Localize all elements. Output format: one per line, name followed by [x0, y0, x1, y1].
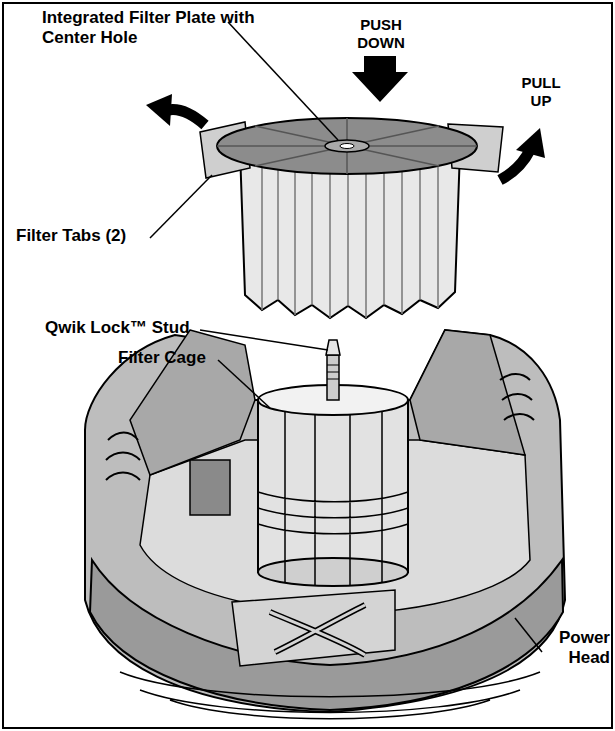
leader-line — [515, 618, 542, 652]
hose-ribs — [120, 672, 540, 719]
right-grip — [500, 374, 534, 420]
filter-plate — [217, 118, 477, 174]
right-wall — [410, 330, 525, 455]
pull-arrow-left — [168, 110, 205, 125]
qwik-lock-stud — [327, 355, 339, 400]
leader-line — [218, 360, 270, 408]
plate-hub — [325, 140, 369, 152]
pull-arrow-right — [500, 150, 530, 180]
pleat-lines — [262, 160, 438, 318]
part-label: Filter Cage — [118, 348, 228, 368]
push-arrow — [352, 56, 408, 102]
cage-ribs — [258, 412, 408, 586]
pull-arrow-right-head — [516, 128, 545, 158]
leader-line — [228, 22, 338, 140]
stud-tip — [326, 340, 340, 355]
center-hole — [340, 144, 354, 149]
action-label: PUSH DOWN — [350, 16, 412, 52]
action-label: PULL UP — [515, 74, 567, 110]
inner-block — [190, 460, 230, 515]
filter-cage — [258, 400, 408, 572]
part-label: Qwik Lock™ Stud — [45, 318, 215, 338]
front-badge — [232, 590, 395, 666]
x-logo — [270, 605, 365, 655]
part-label: Integrated Filter Plate with Center Hole — [42, 8, 257, 48]
plate-spokes — [217, 118, 477, 174]
stud-thread — [327, 365, 339, 379]
part-label: Power Head — [540, 628, 610, 668]
leader-line — [150, 175, 212, 238]
part-label: Filter Tabs (2) — [16, 226, 176, 246]
left-grip — [106, 433, 140, 481]
cage-bottom — [258, 558, 408, 586]
x-logo-inner — [270, 605, 365, 655]
pull-arrow-left-head — [146, 94, 172, 126]
leader-line — [200, 330, 328, 350]
filter-pleats — [240, 150, 460, 318]
power-head-body — [85, 330, 565, 712]
frame — [3, 3, 612, 728]
